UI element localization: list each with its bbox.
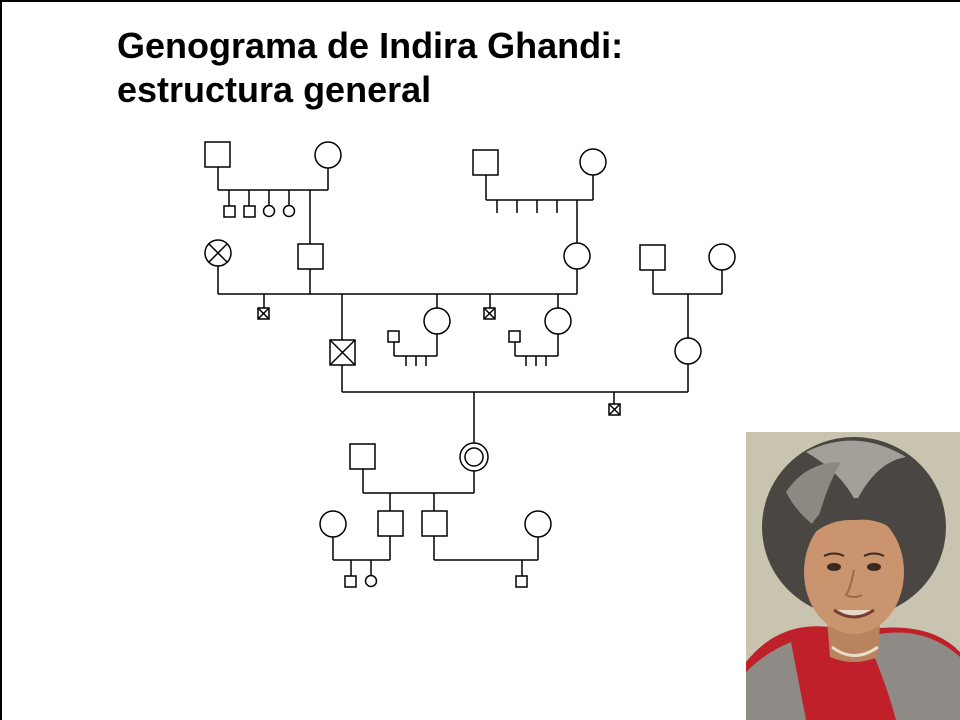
son-symbol bbox=[377, 510, 404, 537]
mother-symbol bbox=[563, 242, 591, 270]
paternal-aunt-symbol bbox=[262, 204, 276, 218]
in-law-mother-symbol bbox=[708, 243, 736, 271]
title-line-2: estructura general bbox=[117, 69, 432, 110]
father-symbol bbox=[297, 243, 324, 270]
aunt-symbol bbox=[544, 307, 572, 335]
deceased-cross bbox=[329, 339, 356, 366]
paternal-uncle-symbol bbox=[243, 205, 256, 218]
mother-in-law-symbol bbox=[674, 337, 702, 365]
paternal-uncle-symbol bbox=[223, 205, 236, 218]
paternal-grandfather-symbol bbox=[204, 141, 231, 168]
paternal-grandparents-links bbox=[217, 167, 329, 244]
paternal-grandmother-symbol bbox=[314, 141, 342, 169]
children-marriage-links bbox=[332, 536, 539, 576]
aunt-family-links bbox=[393, 334, 438, 366]
parents-marriage-line bbox=[217, 266, 578, 340]
indira-couple-links bbox=[362, 469, 475, 511]
title-line-1: Genograma de Indira Ghandi: bbox=[117, 25, 624, 66]
in-law-links bbox=[652, 270, 723, 338]
portrait-photo bbox=[746, 432, 960, 720]
indira-marriage-line bbox=[341, 364, 689, 443]
cousin-symbol bbox=[508, 330, 521, 343]
aunt-symbol bbox=[423, 307, 451, 335]
maternal-grandfather-symbol bbox=[472, 149, 499, 176]
portrait-icon bbox=[746, 432, 960, 720]
deceased-cross bbox=[257, 307, 270, 320]
grandson-symbol bbox=[515, 575, 528, 588]
husband-symbol bbox=[349, 443, 376, 470]
cousin-symbol bbox=[387, 330, 400, 343]
slide-title: Genograma de Indira Ghandi: estructura g… bbox=[117, 24, 757, 112]
paternal-aunt-symbol bbox=[282, 204, 296, 218]
deceased-cross bbox=[483, 307, 496, 320]
son-symbol bbox=[421, 510, 448, 537]
indira-index-inner-ring bbox=[464, 447, 484, 467]
maternal-grandparents-links bbox=[485, 175, 594, 243]
daughter-in-law-symbol bbox=[319, 510, 347, 538]
deceased-cross bbox=[208, 243, 228, 263]
granddaughter-symbol bbox=[364, 574, 378, 588]
daughter-in-law-symbol bbox=[524, 510, 552, 538]
maternal-grandmother-symbol bbox=[579, 148, 607, 176]
aunt-family-links bbox=[514, 334, 559, 366]
grandson-symbol bbox=[344, 575, 357, 588]
in-law-father-symbol bbox=[639, 244, 666, 271]
deceased-cross bbox=[608, 403, 621, 416]
